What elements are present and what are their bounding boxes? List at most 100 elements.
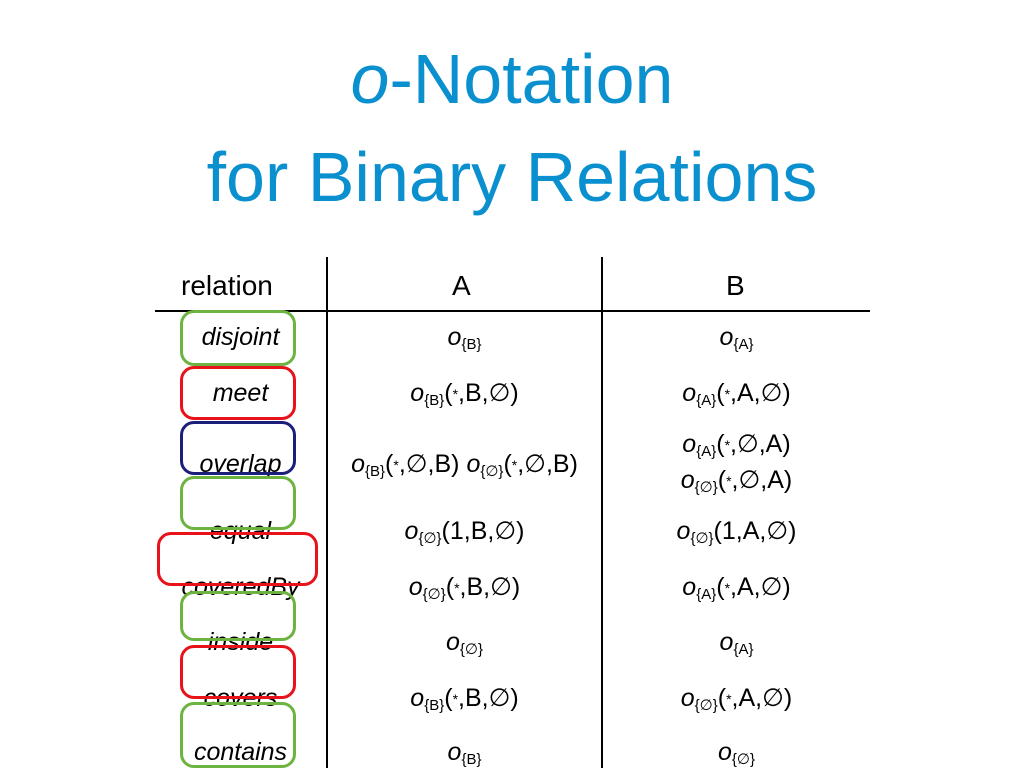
o-subscript: {∅} <box>418 530 442 547</box>
cell-a-disjoint: o{B} <box>328 323 601 353</box>
cell-a-coveredBy: o{∅}(*,B,∅) <box>328 573 601 603</box>
cell-b-contains: o{∅} <box>603 738 870 768</box>
cell-b-disjoint: o{A} <box>603 323 870 353</box>
relation-disjoint: disjoint <box>201 323 280 351</box>
o-operator: o <box>682 379 697 407</box>
title-italic-o: o <box>350 40 390 118</box>
cell-b-equal: o{∅}(1,A,∅) <box>603 517 870 547</box>
o-subscript: {B} <box>365 463 386 480</box>
o-operator: o <box>682 573 697 601</box>
title-notation: -Notation <box>389 40 674 118</box>
cell-a-overlap: o{B}(*,∅,B) o{∅}(*,∅,B) <box>328 450 601 480</box>
o-operator: o <box>447 323 462 351</box>
star-symbol: * <box>726 473 732 489</box>
o-operator: o <box>719 323 734 351</box>
o-subscript: {∅} <box>694 479 718 496</box>
o-subscript: {A} <box>696 586 717 603</box>
o-operator: o <box>410 379 425 407</box>
star-symbol: * <box>393 457 399 473</box>
cell-a-covers: o{B}(*,B,∅) <box>328 684 601 714</box>
paren-open: ( <box>445 573 455 601</box>
highlight-box-navy <box>180 421 296 475</box>
paren-open: ( <box>716 573 725 601</box>
cell-b-covers: o{∅}(*,A,∅) <box>603 684 870 714</box>
o-arguments: (1,A,∅) <box>713 517 797 545</box>
o-subscript: {B} <box>424 392 445 409</box>
star-symbol: * <box>511 457 518 473</box>
highlight-box-green <box>180 591 296 641</box>
o-operator: o <box>718 738 732 766</box>
relation-meet: meet <box>212 379 269 407</box>
o-subscript: {A} <box>733 641 754 658</box>
o-subscript: {B} <box>461 336 482 353</box>
paren-open: ( <box>444 684 453 712</box>
o-operator: o <box>466 450 481 478</box>
o-operator: o <box>404 517 419 545</box>
cell-a-meet: o{B}(*,B,∅) <box>328 379 601 409</box>
o-arguments: ,∅,B) <box>398 450 460 478</box>
o-operator: o <box>680 466 695 494</box>
cell-b-overlap-line: o{A}(*,∅,A) <box>603 430 870 460</box>
star-symbol: * <box>452 691 459 707</box>
slide-title-line-1: o-Notation <box>0 44 1024 114</box>
header-relation: relation <box>181 270 273 301</box>
o-operator: o <box>682 430 697 458</box>
cell-b-overlap-line: o{∅}(*,∅,A) <box>603 466 870 496</box>
o-subscript: {A} <box>696 392 717 409</box>
highlight-box-green <box>180 702 296 768</box>
table-divider-1 <box>326 257 328 768</box>
o-arguments: ,A,∅) <box>730 573 791 601</box>
o-subscript: {∅} <box>480 463 504 480</box>
o-arguments: ,B,∅) <box>458 379 519 407</box>
paren-open: ( <box>717 466 727 494</box>
o-arguments: ,A,∅) <box>730 379 791 407</box>
o-arguments: (1,B,∅) <box>441 517 525 545</box>
o-subscript: {A} <box>733 336 754 353</box>
cell-a-equal: o{∅}(1,B,∅) <box>328 517 601 547</box>
relation-equal: equal <box>209 517 272 545</box>
paren-open: ( <box>385 450 394 478</box>
highlight-box-red <box>180 366 296 420</box>
o-subscript: {B} <box>461 751 482 768</box>
paren-open: ( <box>717 684 727 712</box>
highlight-box-green <box>180 310 296 366</box>
o-subscript: {∅} <box>731 751 755 768</box>
star-symbol: * <box>452 386 459 402</box>
o-operator: o <box>680 684 695 712</box>
cell-b-coveredBy: o{A}(*,A,∅) <box>603 573 870 603</box>
relation-contains: contains <box>193 738 288 766</box>
cell-a-contains: o{B} <box>328 738 601 768</box>
slide-title-line-2: for Binary Relations <box>206 138 818 216</box>
o-arguments: ,A,∅) <box>731 684 793 712</box>
highlight-box-red <box>180 645 296 699</box>
o-arguments: ,∅,B) <box>517 450 578 478</box>
header-b: B <box>726 270 745 301</box>
relation-inside: inside <box>207 628 274 656</box>
table-header-rule <box>155 310 870 312</box>
o-subscript: {∅} <box>422 586 446 603</box>
star-symbol: * <box>726 691 732 707</box>
o-subscript: {∅} <box>694 697 718 714</box>
header-a: A <box>452 270 471 301</box>
highlight-box-red <box>157 532 318 586</box>
cell-b-inside: o{A} <box>603 628 870 658</box>
table-divider-2 <box>601 257 603 768</box>
o-operator: o <box>719 628 734 656</box>
star-symbol: * <box>724 580 731 596</box>
paren-open: ( <box>716 379 725 407</box>
relation-coveredBy: coveredBy <box>181 573 300 601</box>
o-arguments: ,B,∅) <box>458 684 519 712</box>
o-operator: o <box>351 450 365 478</box>
o-operator: o <box>447 738 462 766</box>
o-operator: o <box>446 628 460 656</box>
highlight-box-green <box>180 476 296 530</box>
star-symbol: * <box>454 580 460 596</box>
paren-open: ( <box>444 379 453 407</box>
o-operator: o <box>676 517 691 545</box>
o-arguments: ,∅,A) <box>731 466 793 494</box>
star-symbol: * <box>724 386 731 402</box>
o-subscript: {A} <box>696 443 717 460</box>
o-arguments: ,B,∅) <box>459 573 521 601</box>
o-subscript: {∅} <box>459 641 483 658</box>
o-subscript: {B} <box>424 697 445 714</box>
